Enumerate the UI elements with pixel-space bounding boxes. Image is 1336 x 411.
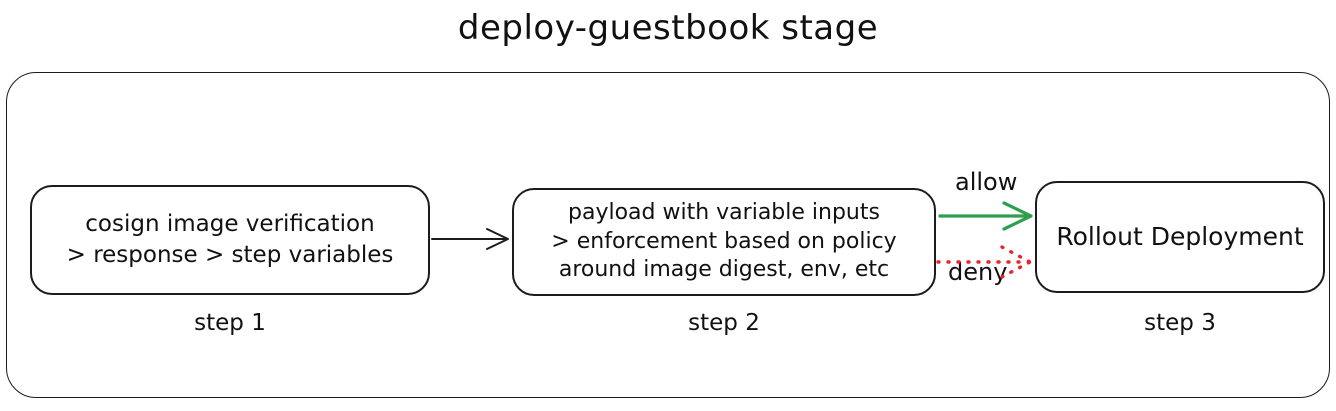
- step-1-box[interactable]: cosign image verification > response > s…: [30, 185, 430, 295]
- allow-edge-label: allow: [955, 168, 1018, 196]
- page-title: deploy-guestbook stage: [457, 8, 879, 48]
- step-2-box[interactable]: payload with variable inputs > enforceme…: [512, 188, 936, 296]
- step-1-line-1: cosign image verification: [85, 211, 375, 238]
- step-1-caption: step 1: [194, 310, 266, 336]
- step-2-line-3: around image digest, env, etc: [558, 257, 890, 283]
- step-2-line-1: payload with variable inputs: [568, 199, 880, 225]
- step-2-line-2: > enforcement based on policy: [551, 228, 897, 254]
- deny-edge-label: deny: [948, 258, 1008, 286]
- step-3-caption: step 3: [1144, 310, 1216, 336]
- stage-container: [6, 72, 1330, 398]
- step-3-line-1: Rollout Deployment: [1056, 222, 1304, 252]
- step-3-box[interactable]: Rollout Deployment: [1035, 181, 1325, 293]
- step-1-line-2: > response > step variables: [66, 242, 394, 268]
- step-2-caption: step 2: [688, 310, 760, 336]
